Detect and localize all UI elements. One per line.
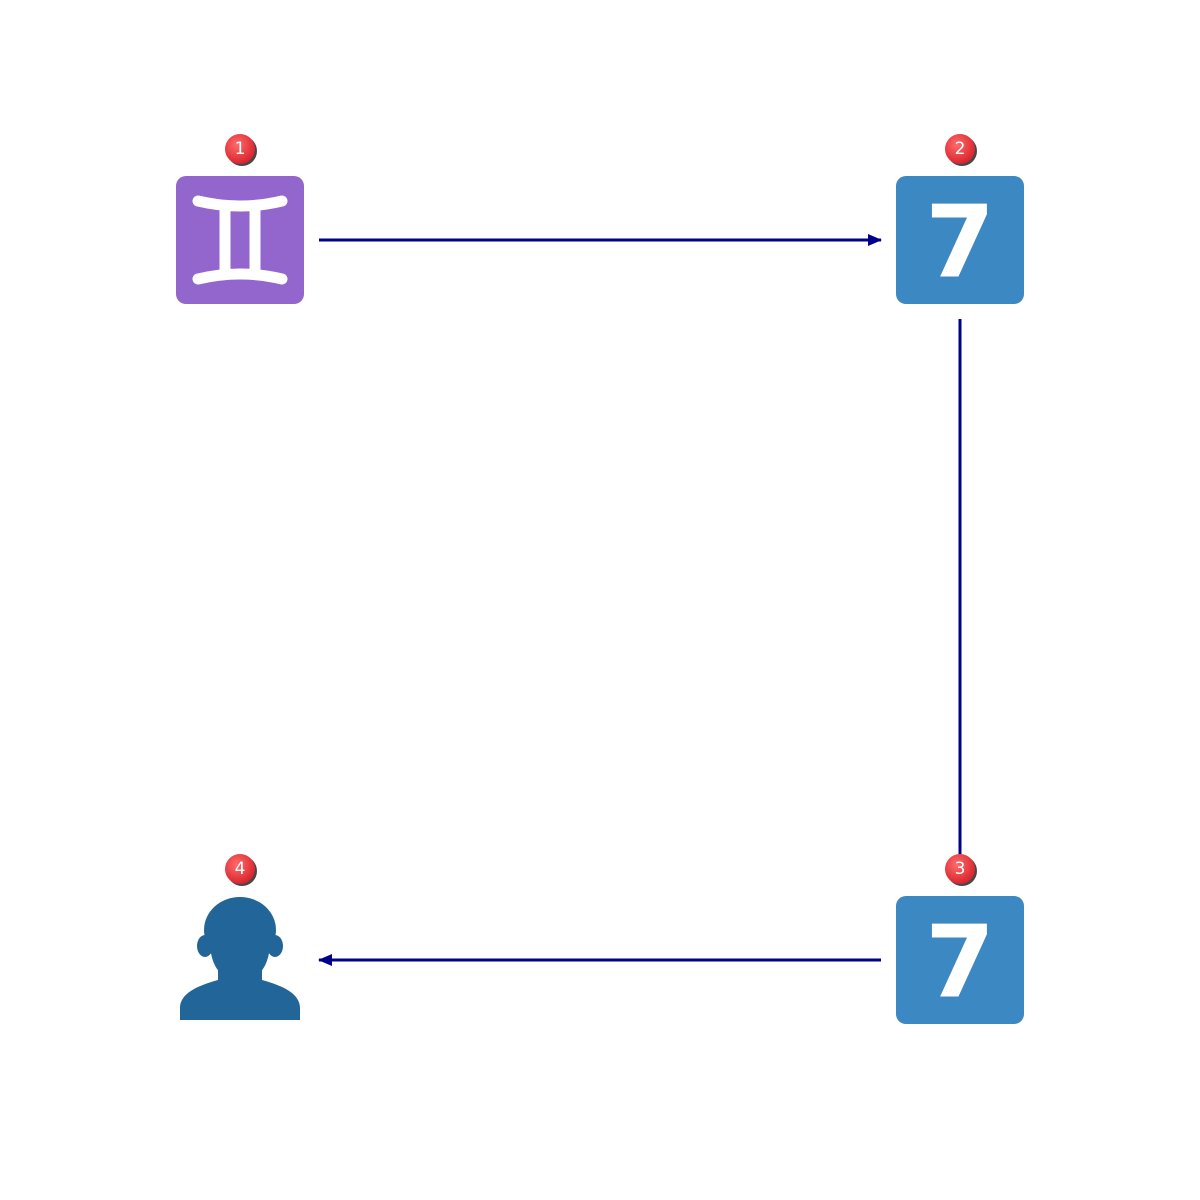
keycap-label-3: 7 [925, 904, 995, 1021]
badge-label-1: 1 [235, 139, 246, 159]
badge-label-3: 3 [955, 859, 966, 879]
node-1[interactable]: 1 [176, 134, 304, 304]
bust-silhouette-icon [180, 897, 300, 1020]
keycap-seven-icon: 7 [896, 896, 1024, 1024]
node-3[interactable]: 7 3 [896, 854, 1024, 1024]
node-2[interactable]: 7 2 [896, 134, 1024, 304]
badge-1: 1 [225, 134, 257, 166]
badge-label-2: 2 [955, 139, 966, 159]
gemini-icon [176, 176, 304, 304]
badge-4: 4 [225, 854, 257, 886]
keycap-seven-icon: 7 [896, 176, 1024, 304]
badge-3: 3 [945, 854, 977, 886]
badge-label-4: 4 [235, 859, 246, 879]
badge-2: 2 [945, 134, 977, 166]
keycap-label-2: 7 [925, 184, 995, 301]
node-4[interactable]: 4 [180, 854, 300, 1020]
